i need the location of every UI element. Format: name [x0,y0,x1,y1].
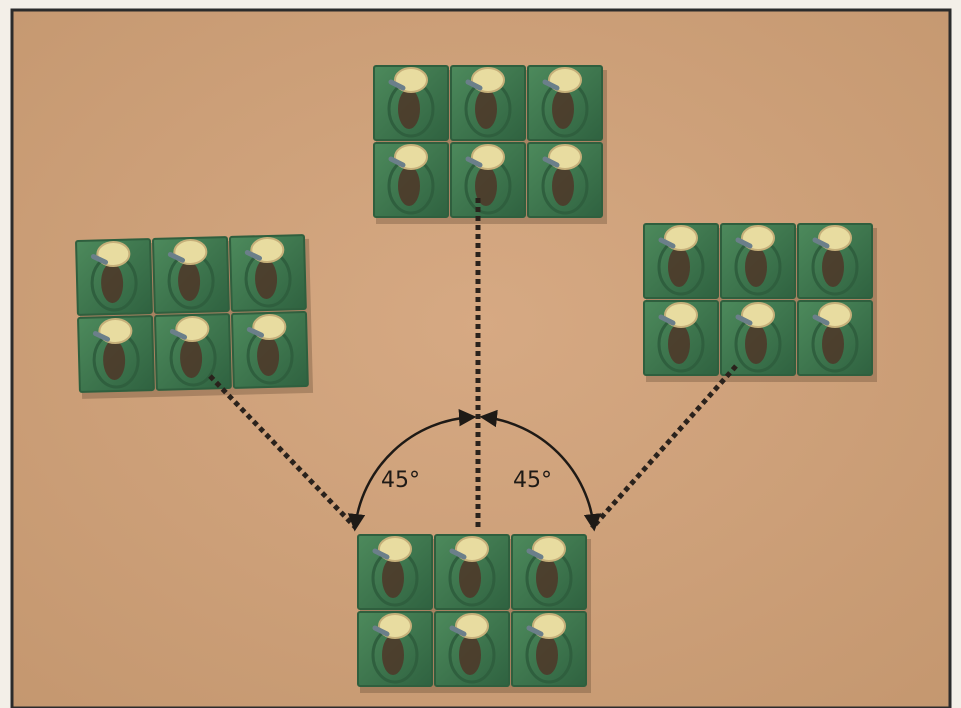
miniature [153,237,229,313]
miniature [798,301,872,375]
miniature [451,66,525,140]
miniature [78,316,154,392]
miniature [512,535,586,609]
miniature [230,235,306,311]
miniature [76,239,152,315]
figure-body [382,635,404,675]
miniature [435,535,509,609]
top-unit [374,66,607,224]
miniature [528,66,602,140]
bottom-unit [358,535,591,693]
figure-body [668,247,690,287]
left-unit [76,235,313,399]
figure-body [459,558,481,598]
miniature [512,612,586,686]
figure-body [398,89,420,129]
miniature [358,612,432,686]
figure-body [745,247,767,287]
miniature [644,301,718,375]
miniature [644,224,718,298]
figure-body [552,166,574,206]
angle-label-left: 45° [381,468,420,493]
figure-body [745,324,767,364]
miniature [374,143,448,217]
figure-body [552,89,574,129]
figure-body [536,558,558,598]
figure-body [475,89,497,129]
figure-body [459,635,481,675]
figure-body [668,324,690,364]
figure-body [822,247,844,287]
miniature [451,143,525,217]
right-unit [644,224,877,382]
angle-label-right: 45° [513,468,552,493]
miniature [374,66,448,140]
figure-body [398,166,420,206]
miniature [528,143,602,217]
figure-body [822,324,844,364]
miniature [721,301,795,375]
miniature [232,312,308,388]
miniature [358,535,432,609]
figure-body [536,635,558,675]
miniature [721,224,795,298]
figure-body [382,558,404,598]
miniature [798,224,872,298]
miniature [435,612,509,686]
miniature [155,314,231,390]
